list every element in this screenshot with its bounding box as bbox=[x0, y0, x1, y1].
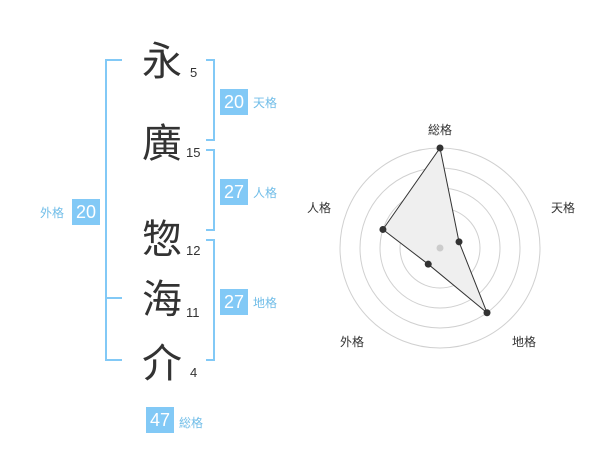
tenkaku-value: 20 bbox=[220, 89, 248, 115]
radar-point-5 bbox=[379, 225, 387, 233]
tenkaku-label: 天格 bbox=[253, 96, 278, 110]
radar-points bbox=[379, 144, 491, 317]
stroke-count-4: 11 bbox=[186, 305, 200, 320]
radar-label-chikaku: 地格 bbox=[512, 334, 536, 349]
radar-area bbox=[382, 146, 488, 314]
radar-point-4 bbox=[424, 260, 432, 268]
name-char-2: 廣 bbox=[142, 121, 182, 167]
soukaku-value: 47 bbox=[146, 407, 174, 433]
radar-center-dot bbox=[436, 244, 444, 252]
radar-point-2 bbox=[455, 238, 463, 246]
gaikaku-bracket bbox=[105, 59, 122, 361]
chikaku-label: 地格 bbox=[253, 296, 278, 310]
jinkaku-label: 人格 bbox=[253, 186, 278, 200]
stroke-count-5: 4 bbox=[190, 365, 198, 380]
gaikaku-label: 外格 bbox=[40, 206, 65, 220]
name-char-4: 海 bbox=[142, 277, 182, 323]
chikaku-value: 27 bbox=[220, 289, 248, 315]
stroke-count-1: 5 bbox=[190, 65, 198, 80]
name-char-1: 永 bbox=[142, 39, 182, 85]
jinkaku-bracket bbox=[206, 149, 215, 231]
chikaku-bracket bbox=[206, 239, 215, 361]
jinkaku-value: 27 bbox=[220, 179, 248, 205]
stroke-count-2: 15 bbox=[186, 145, 201, 160]
radar-label-tenkaku: 天格 bbox=[551, 200, 575, 215]
radar-label-soukaku: 総格 bbox=[428, 122, 452, 137]
name-char-3: 惣 bbox=[142, 217, 182, 263]
radar-label-jinkaku: 人格 bbox=[307, 200, 331, 215]
soukaku-label: 総格 bbox=[179, 416, 204, 430]
gaikaku-value: 20 bbox=[72, 199, 100, 225]
radar-label-gaikaku: 外格 bbox=[340, 334, 364, 349]
name-char-5: 介 bbox=[142, 341, 182, 387]
stroke-count-3: 12 bbox=[186, 243, 201, 258]
tenkaku-bracket bbox=[206, 59, 215, 141]
radar-point-3 bbox=[483, 309, 491, 317]
radar-point-1 bbox=[436, 144, 444, 152]
